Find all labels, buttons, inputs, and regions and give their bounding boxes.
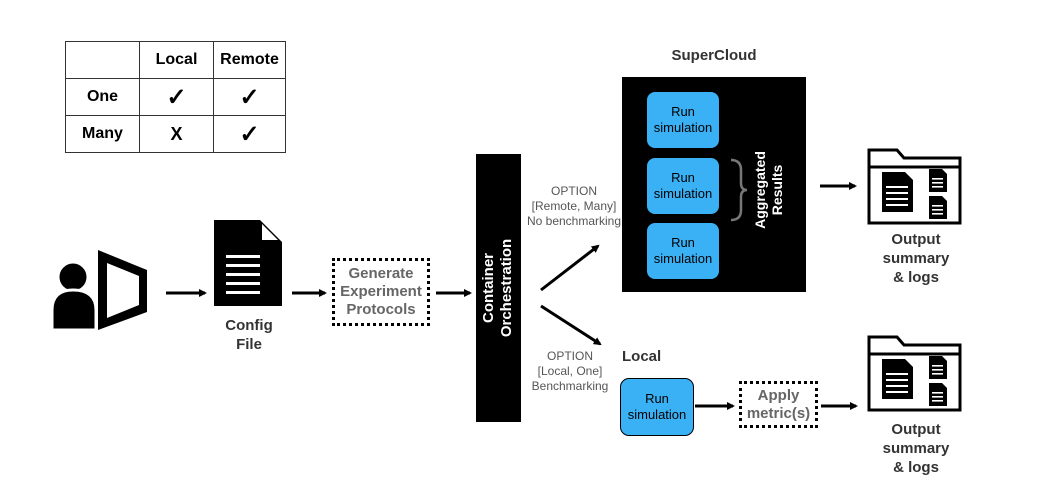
folder-icon [867, 148, 962, 225]
supercloud-title: SuperCloud [671, 47, 757, 64]
run-simulation-box-1: Run simulation [646, 91, 720, 149]
output-label-line-1: Output [891, 231, 941, 248]
option-local-line-2: [Local, One] [537, 364, 603, 378]
generate-protocols-box: Generate Experiment Protocols [332, 258, 430, 326]
apply-metrics-box: Apply metric(s) [739, 381, 818, 428]
generate-label-line-1: Generate [348, 265, 414, 282]
generate-label-line-3: Protocols [346, 301, 416, 318]
run-simulation-box-2: Run simulation [646, 157, 720, 215]
aggregated-label-line-1: Aggregated [752, 151, 769, 229]
config-label-line-2: File [236, 336, 262, 353]
output-label-line-2: summary [882, 250, 950, 267]
table-cell-many-remote: ✓ [213, 115, 286, 153]
container-label-line-2: Orchestration [498, 238, 516, 338]
config-file-label: Config File [210, 316, 288, 354]
generate-label-line-2: Experiment [340, 283, 422, 300]
user-computer-icon [50, 250, 147, 332]
output-label-line-3: & logs [893, 459, 939, 476]
run-label: Run [671, 235, 695, 250]
run-label: Run [671, 170, 695, 185]
output-label-line-2: summary [882, 440, 950, 457]
table-row-label-one: One [65, 78, 140, 116]
capability-table: Local Remote One ✓ ✓ Many X ✓ [65, 41, 286, 153]
output-label-top: Output summary & logs [870, 230, 962, 287]
option-remote-text: OPTION [Remote, Many] No benchmarking [522, 184, 626, 229]
simulation-label: simulation [653, 251, 713, 266]
aggregated-label-line-2: Results [769, 164, 786, 216]
apply-label-line-1: Apply [757, 386, 800, 404]
config-label-line-1: Config [225, 317, 273, 334]
option-remote-line-1: OPTION [550, 184, 597, 198]
table-row-label-many: Many [65, 115, 140, 153]
container-orchestration-label: Container Orchestration [476, 154, 521, 422]
table-cell-one-remote: ✓ [213, 78, 286, 116]
output-label-line-3: & logs [893, 269, 939, 286]
local-title: Local [622, 348, 662, 365]
apply-label-line-2: metric(s) [746, 404, 811, 422]
output-label-bottom: Output summary & logs [870, 420, 962, 477]
option-local-text: OPTION [Local, One] Benchmarking [522, 349, 618, 394]
document-icon [214, 220, 282, 306]
option-local-line-1: OPTION [546, 349, 593, 363]
simulation-label: simulation [627, 407, 687, 422]
arrow-to-local [540, 304, 602, 346]
run-label: Run [645, 391, 669, 406]
option-remote-line-2: [Remote, Many] [531, 199, 617, 213]
option-local-line-3: Benchmarking [531, 379, 609, 393]
run-simulation-box-local: Run simulation [620, 378, 694, 436]
output-label-line-1: Output [891, 421, 941, 438]
simulation-label: simulation [653, 186, 713, 201]
container-label-line-1: Container [480, 252, 498, 324]
option-remote-line-3: No benchmarking [526, 214, 622, 228]
arrow-to-supercloud [540, 244, 600, 292]
simulation-label: simulation [653, 120, 713, 135]
run-simulation-box-3: Run simulation [646, 222, 720, 280]
container-orchestration-bar [476, 154, 521, 422]
run-label: Run [671, 104, 695, 119]
aggregated-results-label: Aggregated Results [746, 130, 792, 250]
folder-icon-local [867, 335, 962, 412]
brace-icon [730, 158, 748, 222]
